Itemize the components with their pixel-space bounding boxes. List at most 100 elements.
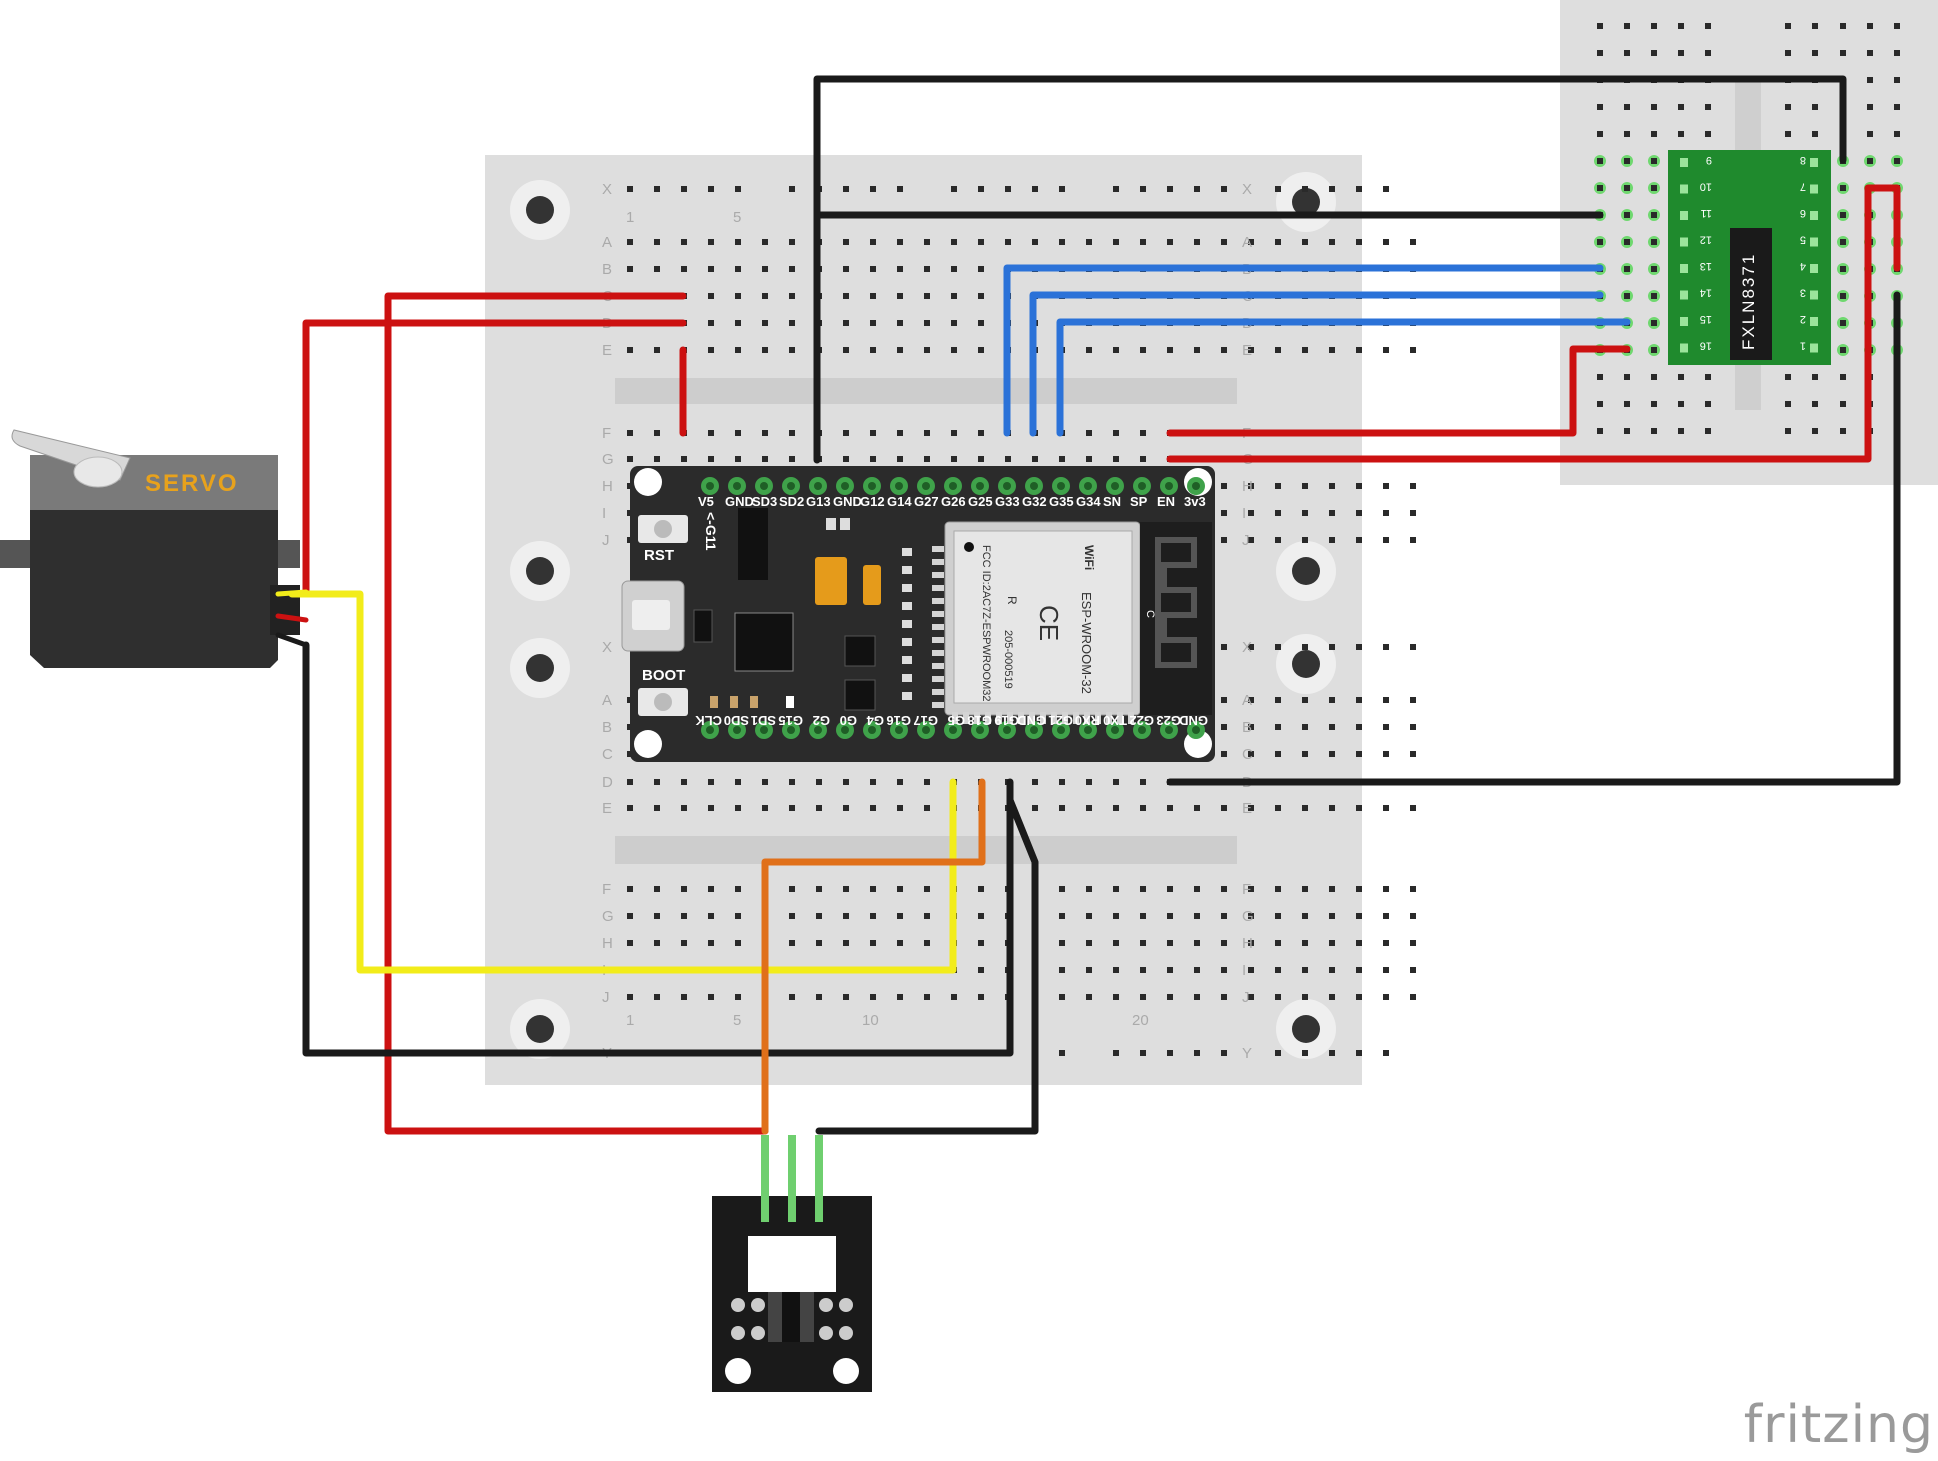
esp-pin-label: G21 <box>1048 713 1073 728</box>
fritzing-watermark: fritzing <box>1743 1395 1934 1455</box>
esp-pin-label: G26 <box>941 494 966 509</box>
row-letter: H <box>1242 935 1253 952</box>
servo <box>0 429 300 668</box>
row-letter: F <box>602 425 611 442</box>
esp-pin-label: SD0 <box>724 713 749 728</box>
esp-ce: CE <box>1034 605 1064 641</box>
g11-label: <-G11 <box>703 512 719 551</box>
row-letter: Y <box>1242 1045 1252 1062</box>
row-letter: A <box>1242 234 1252 251</box>
esp-pin-label: GND <box>833 494 862 509</box>
row-letter: I <box>1242 962 1246 979</box>
chip-pin-number: 8 <box>1800 154 1806 166</box>
wire-red-right-1 <box>1166 345 1631 437</box>
esp-pin-label: RX0 <box>1075 713 1100 728</box>
row-letter: E <box>1242 342 1252 359</box>
wire-red-left-1 <box>384 292 769 1135</box>
row-letter: X <box>602 639 612 656</box>
row-letter: B <box>602 261 612 278</box>
row-letter: H <box>1242 478 1253 495</box>
row-letter: H <box>602 478 613 495</box>
esp-pin-label: SD3 <box>752 494 777 509</box>
row-letter: E <box>602 800 612 817</box>
esp-pin-label: G33 <box>995 494 1020 509</box>
row-letter: E <box>1242 800 1252 817</box>
esp-pin-label: G0 <box>840 713 857 728</box>
esp-pin-label: SP <box>1130 494 1148 509</box>
row-letter: G <box>1242 908 1254 925</box>
column-number: 1 <box>626 1012 634 1029</box>
column-number: 10 <box>862 1012 879 1029</box>
column-number: 5 <box>733 209 741 226</box>
row-letter: X <box>602 181 612 198</box>
esp-pin-label: G5 <box>948 713 965 728</box>
chip-pin-number: 10 <box>1700 181 1712 193</box>
esp-pin-label: G15 <box>778 713 803 728</box>
esp-pin-label: G19 <box>994 713 1019 728</box>
row-letter: B <box>1242 719 1252 736</box>
chip-pin-number: 6 <box>1800 207 1806 219</box>
esp-pin-label: GND <box>1179 713 1208 728</box>
esp-pin-label: G14 <box>887 494 912 509</box>
esp-pin-label: SD1 <box>751 713 776 728</box>
esp-wifi: WiFi <box>1082 545 1096 570</box>
column-number: 20 <box>1132 1012 1149 1029</box>
chip-pin-number: 11 <box>1701 207 1712 219</box>
row-letter: J <box>602 532 610 549</box>
row-letter: F <box>602 881 611 898</box>
chip-pin-number: 3 <box>1800 287 1806 299</box>
row-letter: X <box>1242 639 1252 656</box>
wire-blue-2 <box>1029 291 1604 437</box>
esp-pin-label: G13 <box>806 494 831 509</box>
chip-pin-number: 15 <box>1700 313 1712 325</box>
esp-pin-label: G35 <box>1049 494 1074 509</box>
esp-pin-label: G22 <box>1129 713 1154 728</box>
esp-c: C <box>1144 610 1156 618</box>
row-letter: C <box>1242 746 1253 763</box>
wire-red-left-2 <box>302 319 687 596</box>
row-letter: F <box>1242 881 1251 898</box>
column-number: 1 <box>626 209 634 226</box>
row-letter: G <box>602 908 614 925</box>
esp-pin-label: G12 <box>860 494 885 509</box>
wire-black-top <box>813 75 1847 464</box>
esp-pin-label: G32 <box>1022 494 1047 509</box>
chip-pin-number: 1 <box>1800 340 1806 352</box>
sensor-chip <box>1668 150 1831 365</box>
row-letter: I <box>1242 505 1246 522</box>
esp-pin-label: G25 <box>968 494 993 509</box>
chip-pin-number: 16 <box>1700 340 1712 352</box>
esp-pin-label: G4 <box>866 713 884 728</box>
esp-pin-label: G23 <box>1156 713 1181 728</box>
row-letter: J <box>1242 532 1250 549</box>
chip-pin-number: 13 <box>1700 260 1712 272</box>
row-letter: X <box>1242 181 1252 198</box>
row-letter: J <box>602 989 610 1006</box>
chip-pin-number: 14 <box>1700 287 1712 299</box>
wire-blue-1 <box>1003 264 1604 437</box>
esp-fcc: FCC ID:2AC7Z-ESPWROOM32 <box>980 545 992 701</box>
wire-black-ir <box>815 796 1039 1135</box>
chip-pin-number: 7 <box>1800 181 1806 193</box>
row-letter: A <box>602 234 612 251</box>
rst-label: RST <box>644 547 674 564</box>
esp-cert: 205-000519 <box>1002 630 1014 689</box>
row-letter: G <box>602 451 614 468</box>
chip-pin-number: 5 <box>1800 234 1806 246</box>
chip-pin-number: 9 <box>1706 154 1712 166</box>
esp-pin-label: G2 <box>813 713 830 728</box>
esp-pin-label: G17 <box>913 713 938 728</box>
wire-black-left <box>302 641 1014 1057</box>
esp-pin-label: GND <box>725 494 754 509</box>
boot-label: BOOT <box>642 667 685 684</box>
esp-pin-label: G34 <box>1076 494 1101 509</box>
chip-label: FXLN8371 <box>1739 253 1758 350</box>
esp-pin-label: 3v3 <box>1184 494 1206 509</box>
esp-pin-label: EN <box>1157 494 1175 509</box>
wire-yellow <box>288 590 957 974</box>
esp-pin-label: SN <box>1103 494 1121 509</box>
row-letter: D <box>602 774 613 791</box>
wire-black-right <box>1166 291 1901 786</box>
row-letter: A <box>602 692 612 709</box>
